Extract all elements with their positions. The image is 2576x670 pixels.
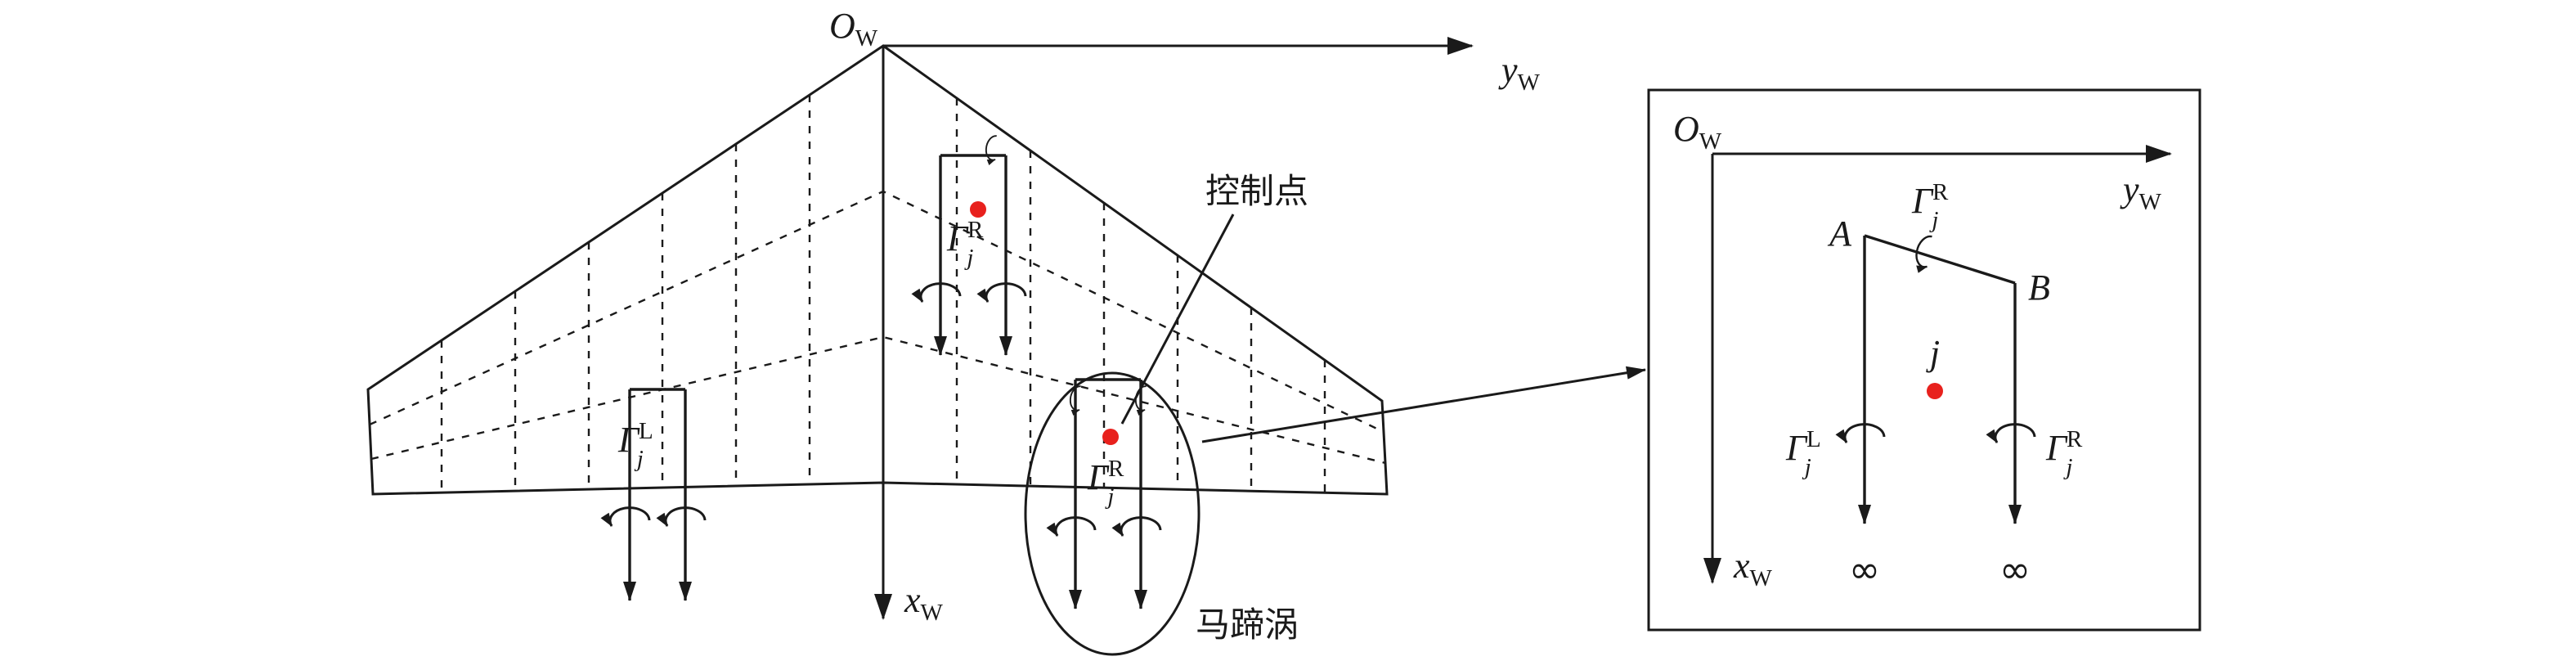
- inset-origin-label: OW: [1673, 109, 1722, 155]
- y-axis-label: yW: [1498, 50, 1541, 96]
- point-a-label: A: [1827, 214, 1852, 254]
- horseshoe-ellipse: [1024, 371, 1200, 656]
- inset-axes: OW yW xW: [1673, 109, 2172, 591]
- world-axes: OW yW xW: [829, 6, 1541, 626]
- inset-y-axis-label: yW: [2120, 169, 2162, 215]
- bound-vortex: [1864, 234, 2016, 285]
- wing-panel-grid: [369, 95, 1386, 492]
- control-point-dot: [1927, 383, 1943, 399]
- spanwise-grid-line: [370, 335, 1386, 465]
- horseshoe-callout: 马蹄涡: [1196, 605, 1299, 644]
- spanwise-grid-line: [369, 190, 1384, 434]
- infinity-symbol-left: ∞: [1849, 547, 1880, 591]
- control-point-leader-line: [1120, 214, 1235, 425]
- inset-x-axis-label: xW: [1733, 546, 1773, 591]
- origin-label: OW: [829, 6, 878, 52]
- wing-outline: [366, 44, 1389, 496]
- control-point-dot: [1102, 429, 1119, 445]
- x-axis-label: xW: [904, 580, 944, 626]
- point-b-label: B: [2028, 268, 2050, 308]
- callouts: 控制点 马蹄涡: [1120, 172, 1646, 644]
- panel-index-label: j: [1926, 333, 1940, 373]
- inset-border: [1647, 88, 2201, 632]
- vortex-curl-icon: [1913, 233, 1936, 268]
- zoom-leader-arrow: [1201, 366, 1646, 443]
- main-diagram: OW yW xW: [366, 6, 1646, 656]
- control-point-dot: [970, 201, 986, 218]
- infinity-symbol-right: ∞: [1999, 547, 2031, 591]
- control-point-callout: 控制点: [1205, 172, 1308, 210]
